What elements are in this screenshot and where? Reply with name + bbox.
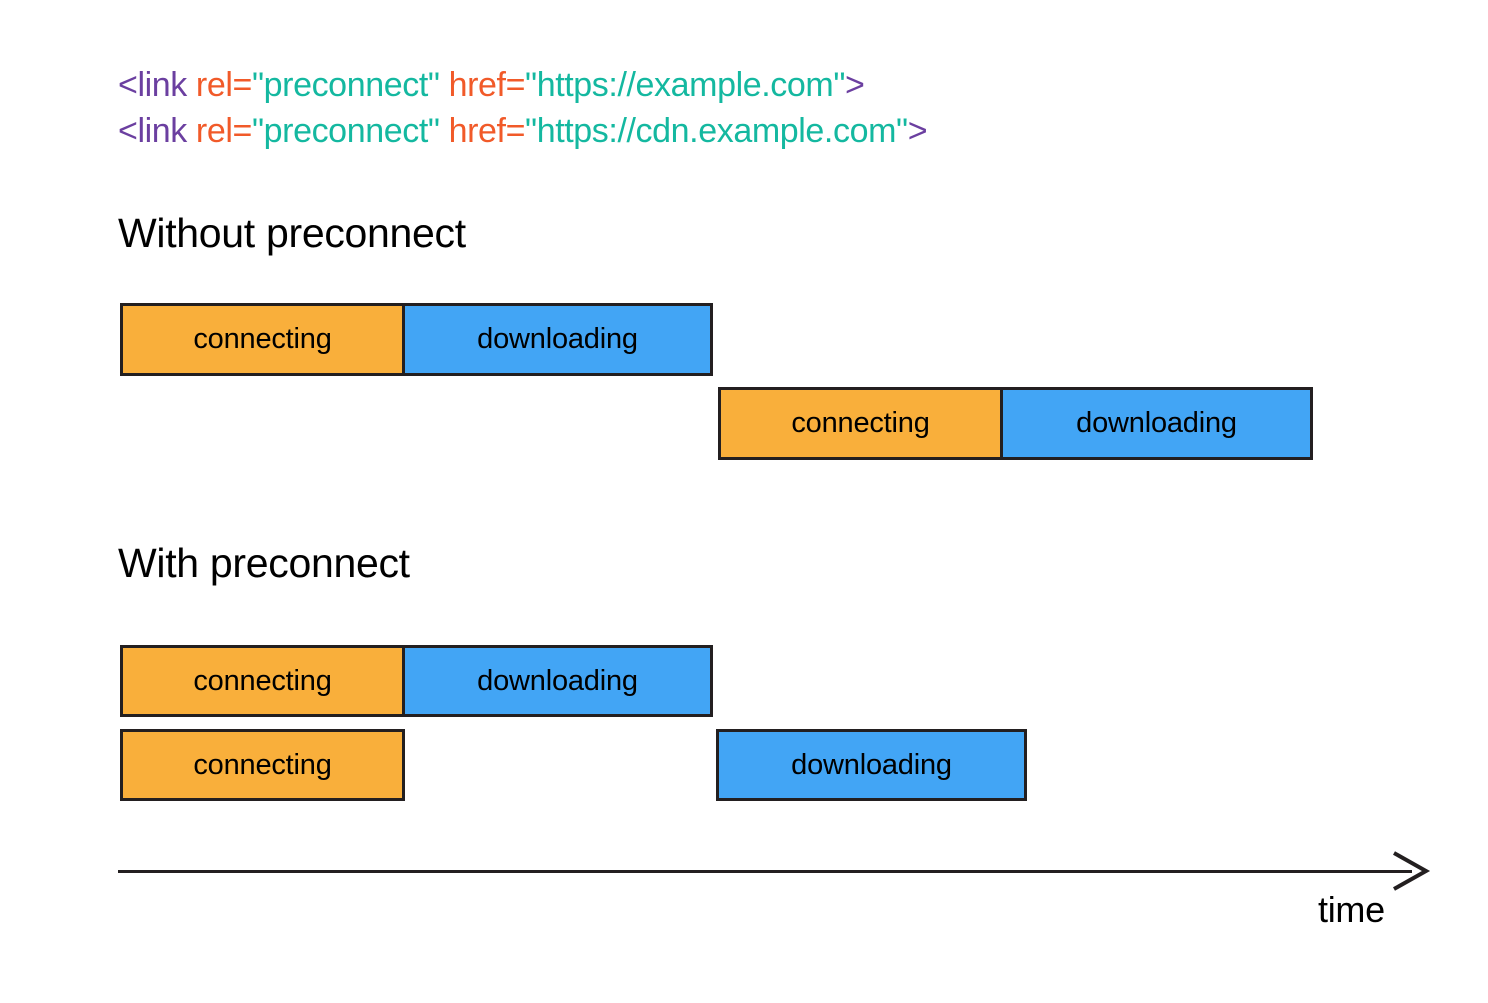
code-value-rel: "preconnect" bbox=[251, 66, 440, 104]
section-heading-with-preconnect: With preconnect bbox=[118, 540, 410, 586]
code-attr-rel: rel= bbox=[186, 112, 252, 150]
bar-downloading: downloading bbox=[716, 729, 1027, 801]
bar-connecting: connecting bbox=[718, 387, 1003, 460]
time-axis-line bbox=[118, 870, 1412, 873]
bar-connecting: connecting bbox=[120, 729, 405, 801]
bar-downloading: downloading bbox=[402, 303, 713, 376]
section-heading-without-preconnect: Without preconnect bbox=[118, 210, 466, 256]
bar-downloading: downloading bbox=[1000, 387, 1313, 460]
code-attr-href: href= bbox=[439, 112, 526, 150]
bar-connecting: connecting bbox=[120, 645, 405, 717]
code-attr-href: href= bbox=[439, 66, 526, 104]
code-value-href: "https://cdn.example.com" bbox=[525, 112, 908, 150]
code-snippet: <link rel="preconnect" href="https://exa… bbox=[118, 62, 928, 154]
code-line-2: <link rel="preconnect" href="https://cdn… bbox=[118, 108, 928, 154]
code-tag-close: > bbox=[845, 66, 865, 104]
code-tag-open: <link bbox=[118, 66, 187, 104]
code-tag-close: > bbox=[907, 112, 928, 150]
code-line-1: <link rel="preconnect" href="https://exa… bbox=[118, 62, 927, 108]
code-value-href: "https://example.com" bbox=[525, 66, 846, 104]
bar-downloading: downloading bbox=[402, 645, 713, 717]
code-attr-rel: rel= bbox=[186, 66, 252, 104]
time-axis-label: time bbox=[1318, 889, 1385, 930]
code-value-rel: "preconnect" bbox=[251, 112, 440, 150]
bar-connecting: connecting bbox=[120, 303, 405, 376]
code-tag-open: <link bbox=[118, 112, 187, 150]
arrow-right-icon bbox=[1388, 848, 1434, 894]
